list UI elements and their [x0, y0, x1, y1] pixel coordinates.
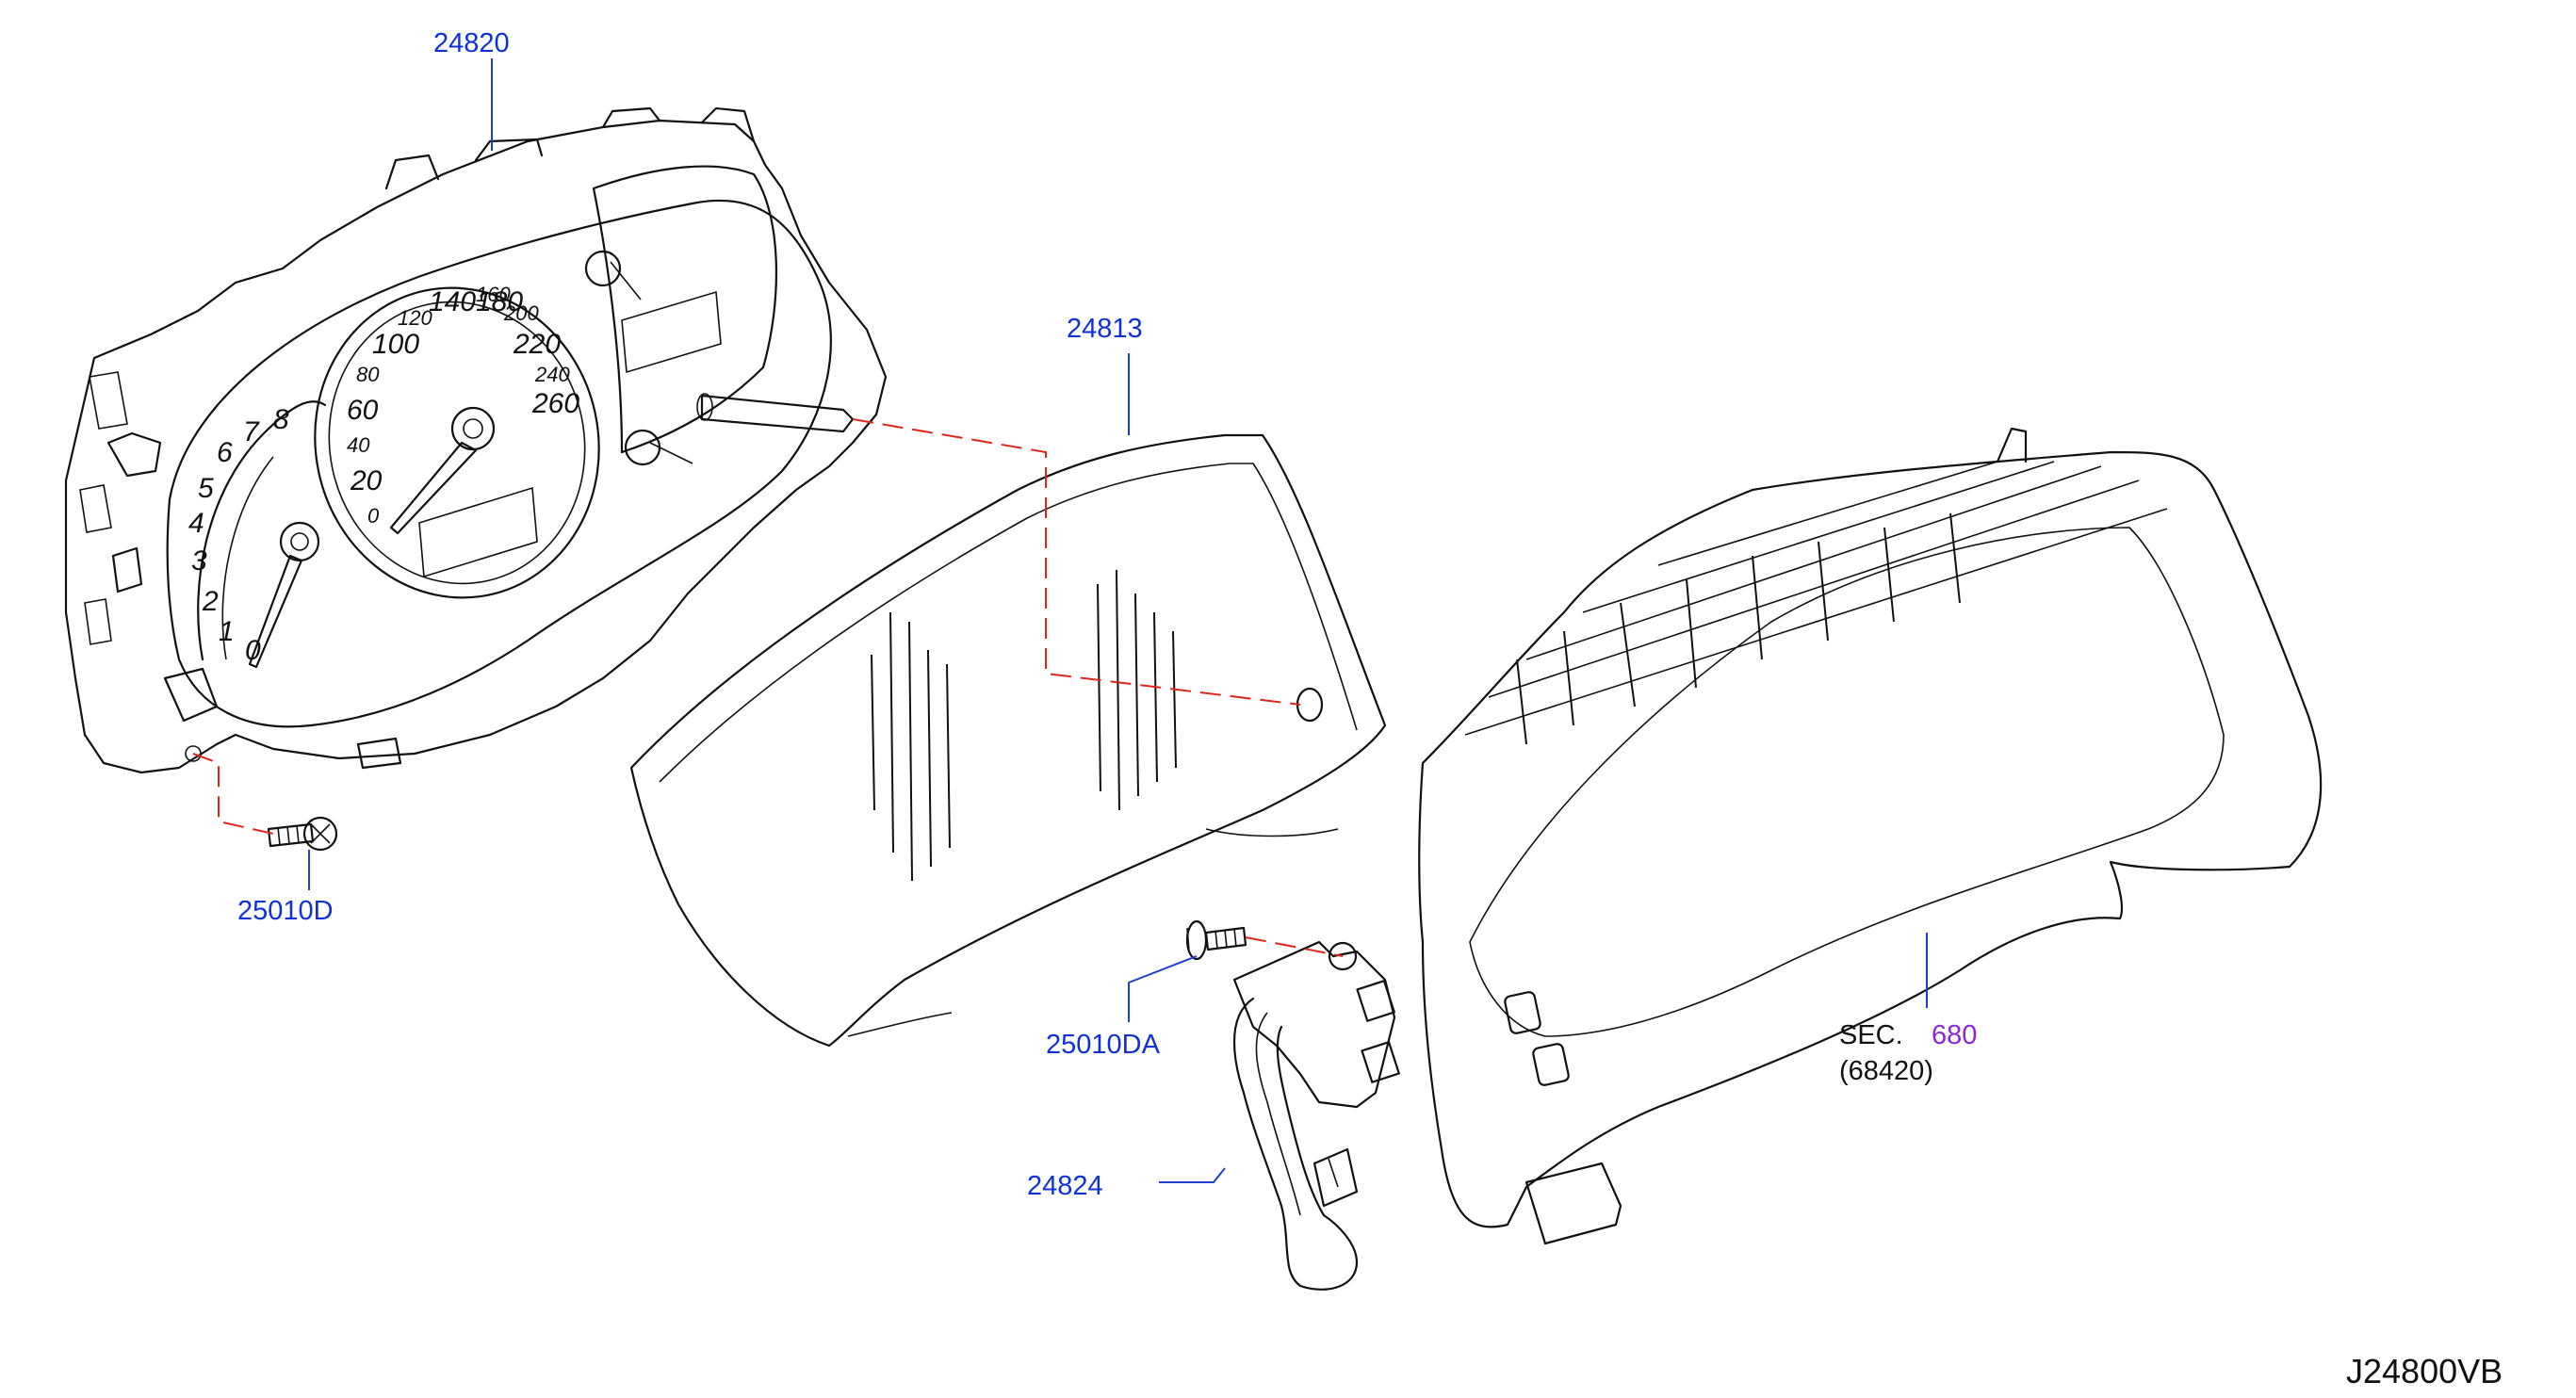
- speedo-num-40: 40: [347, 433, 370, 457]
- meter-lens-glass: [629, 433, 1387, 1048]
- cluster-lid: [1418, 427, 2323, 1245]
- tacho-num-1: 1: [219, 616, 235, 647]
- tacho-num-6: 6: [217, 437, 233, 468]
- guide-screw-bracket: [1245, 936, 1344, 957]
- speedo-num-260: 260: [531, 388, 579, 419]
- tacho-num-4: 4: [188, 508, 204, 539]
- callout-sec-prefix: SEC.: [1839, 1020, 1903, 1050]
- tacho-num-8: 8: [273, 404, 289, 435]
- speedo-num-120: 120: [398, 306, 432, 330]
- callout-24813: 24813: [1067, 314, 1143, 344]
- speedo-num-100: 100: [372, 329, 419, 360]
- tacho-num-7: 7: [243, 416, 260, 447]
- speedo-num-240: 240: [534, 363, 570, 386]
- speedo-num-220: 220: [513, 329, 561, 360]
- switch-harness: [1232, 940, 1400, 1291]
- speedo-num-160: 160: [476, 283, 511, 306]
- callout-sec-number: 680: [1932, 1020, 1977, 1050]
- speedo-num-0: 0: [367, 504, 380, 528]
- speedo-num-20: 20: [350, 465, 383, 496]
- speedo-num-200: 200: [503, 301, 539, 325]
- callout-24820: 24820: [433, 28, 510, 58]
- speedo-num-80: 80: [356, 363, 380, 386]
- guide-trip-shaft-to-lens: [852, 418, 1301, 706]
- guide-screw-left: [192, 753, 274, 835]
- callout-25010da: 25010DA: [1046, 1030, 1161, 1060]
- diagram-code: J24800VB: [2346, 1352, 2503, 1390]
- tacho-num-5: 5: [198, 473, 214, 504]
- speedo-num-180: 180: [476, 286, 523, 317]
- tacho-num-2: 2: [202, 586, 219, 617]
- speedo-num-60: 60: [347, 395, 379, 426]
- leader-24824: [1159, 1167, 1226, 1183]
- callout-sec-sub: (68420): [1839, 1056, 1933, 1086]
- screw-25010da: [1185, 919, 1247, 961]
- combination-meter-assembly: 0 20 40 60 80 100 120 140 160 180 200 22…: [64, 106, 888, 774]
- callout-25010d: 25010D: [237, 896, 334, 926]
- speedo-num-140: 140: [429, 286, 476, 317]
- callout-24824: 24824: [1027, 1171, 1103, 1201]
- screw-25010d: [267, 816, 338, 852]
- tacho-num-3: 3: [191, 545, 207, 577]
- tacho-num-0: 0: [245, 635, 261, 666]
- leader-25010da: [1128, 955, 1198, 1022]
